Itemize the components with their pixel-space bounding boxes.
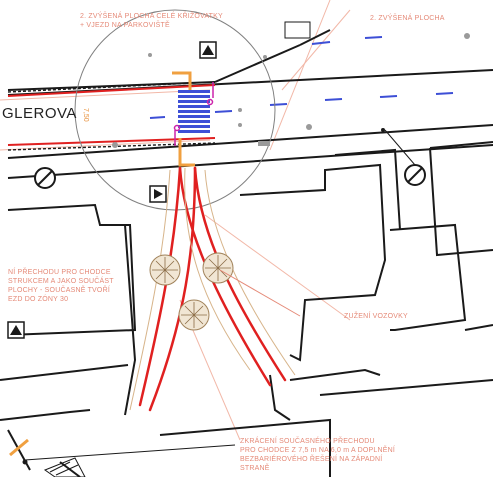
note-road-narrowing: ZUŽENÍ VOZOVKY bbox=[344, 313, 408, 320]
triangle-sign-icon bbox=[7, 321, 25, 339]
intersection-circle bbox=[74, 9, 276, 211]
road-edges bbox=[7, 29, 493, 179]
triangle-sign-icon bbox=[199, 41, 217, 59]
tree-icon bbox=[178, 299, 210, 331]
building-outlines bbox=[0, 141, 493, 477]
track-guides bbox=[129, 167, 296, 411]
zebra-crossing bbox=[178, 90, 210, 133]
no-entry-sign-icon bbox=[34, 167, 56, 189]
leader-line bbox=[219, 269, 301, 317]
note-raised-area: 2. ZVÝŠENÁ PLOCHA bbox=[370, 15, 445, 22]
note-shortened-crossing: ZKRÁCENÍ SOUČASNÉHO PŘECHODU PRO CHODCE … bbox=[240, 438, 396, 472]
parking-spot bbox=[284, 21, 311, 39]
dimension-label: 7,50 bbox=[82, 108, 89, 122]
hatched-area bbox=[43, 457, 86, 477]
street-name: GLEROVA bbox=[2, 105, 77, 122]
lamp-markers bbox=[112, 33, 470, 148]
leader-line bbox=[24, 444, 236, 461]
tree-icon bbox=[149, 254, 181, 286]
centerline-dashes bbox=[149, 36, 454, 119]
magenta-markers bbox=[173, 82, 214, 146]
no-entry-sign-icon bbox=[404, 164, 426, 186]
note-crossing: NÍ PŘECHODU PRO CHODCE STRUKCEM A JAKO S… bbox=[8, 269, 114, 303]
block-lines bbox=[124, 224, 331, 477]
triangle-sign-icon bbox=[149, 185, 167, 203]
note-raised-intersection: 2. ZVÝŠENÁ PLOCHA CELÉ KŘIŽOVATKY + VJEZ… bbox=[80, 13, 223, 29]
tree-icon bbox=[202, 252, 234, 284]
red-tracks bbox=[138, 166, 287, 412]
orange-curbs bbox=[9, 71, 195, 457]
